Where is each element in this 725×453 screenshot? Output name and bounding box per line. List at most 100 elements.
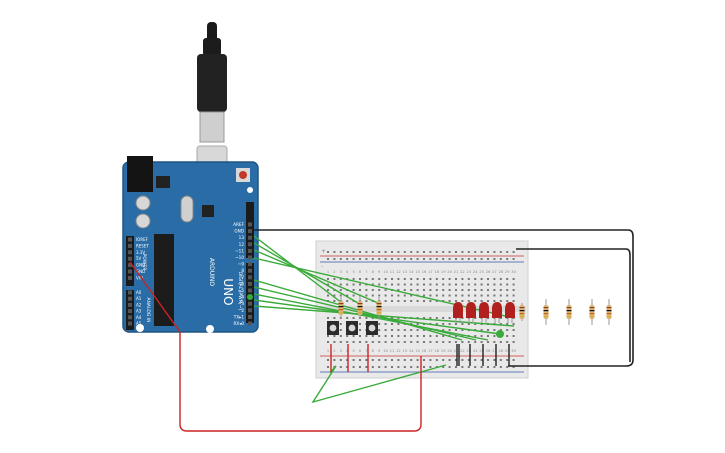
- wire-green-3[interactable]: [253, 249, 379, 304]
- header-pin[interactable]: [248, 308, 252, 313]
- wire-green-8[interactable]: [253, 305, 515, 327]
- power-pin-label: RESET: [136, 243, 149, 248]
- column-label: 24: [473, 349, 478, 353]
- header-pin[interactable]: [128, 290, 132, 295]
- analog-pin-label: A0: [136, 290, 142, 295]
- resistor[interactable]: [376, 297, 382, 319]
- board-brand: ARDUINO: [208, 258, 215, 287]
- header-pin[interactable]: [248, 281, 252, 286]
- pushbutton[interactable]: [366, 321, 378, 335]
- led[interactable]: [505, 302, 515, 323]
- column-label: 30: [511, 349, 516, 353]
- header-pin[interactable]: [128, 243, 132, 248]
- power-header: [126, 236, 134, 286]
- column-label: 27: [492, 349, 497, 353]
- resistor[interactable]: [566, 299, 572, 325]
- column-label: 19: [441, 270, 446, 274]
- header-pin[interactable]: [128, 269, 132, 274]
- header-pin[interactable]: [128, 296, 132, 301]
- header-pin[interactable]: [248, 242, 252, 247]
- column-label: 20: [447, 270, 452, 274]
- column-label: 15: [415, 270, 420, 274]
- resistor[interactable]: [338, 297, 344, 319]
- led[interactable]: [492, 302, 502, 323]
- column-label: 9: [378, 349, 381, 353]
- resistor[interactable]: [357, 297, 363, 319]
- digital-pin-label: ~10: [235, 255, 244, 260]
- loose-resistors: [543, 299, 612, 325]
- analog-pin-label: A1: [136, 296, 142, 301]
- wire-green-6[interactable]: [253, 293, 489, 341]
- column-label: 26: [486, 270, 491, 274]
- rail-minus-label: -: [321, 263, 323, 270]
- wire-red-5v[interactable]: [129, 261, 422, 432]
- wire-black-rail[interactable]: [516, 248, 631, 362]
- column-label: 3: [340, 270, 342, 274]
- arduino-board[interactable]: ARDUINO UNO DIGITAL (PWM ~) POWER ANALOG…: [122, 156, 259, 333]
- resistor[interactable]: [543, 299, 549, 325]
- column-label: 7: [365, 349, 367, 353]
- header-pin[interactable]: [128, 237, 132, 242]
- wire-green-loop[interactable]: [311, 364, 447, 404]
- header-pin[interactable]: [248, 248, 252, 253]
- header-pin[interactable]: [248, 268, 252, 273]
- header-pin[interactable]: [248, 275, 252, 280]
- header-pin[interactable]: [128, 315, 132, 320]
- column-label: 3: [340, 349, 342, 353]
- column-label: 12: [396, 270, 401, 274]
- digital-pin-label: ~6: [238, 281, 245, 286]
- column-label: 5: [352, 349, 354, 353]
- power-label: POWER: [141, 254, 147, 271]
- wire-black-gnd[interactable]: [254, 229, 634, 367]
- header-pin[interactable]: [128, 250, 132, 255]
- analog-pin-label: A3: [136, 309, 142, 314]
- wire-green-5[interactable]: [253, 286, 477, 341]
- power-pin-label: GND: [136, 269, 145, 274]
- column-label: 6: [359, 270, 362, 274]
- header-pin[interactable]: [248, 229, 252, 234]
- header-pin[interactable]: [248, 301, 252, 306]
- column-label: 26: [486, 349, 491, 353]
- header-pin[interactable]: [128, 263, 132, 268]
- header-pin[interactable]: [248, 262, 252, 267]
- column-label: 2: [333, 270, 335, 274]
- column-label: 16: [422, 349, 427, 353]
- led[interactable]: [479, 302, 489, 323]
- column-label: 20: [447, 349, 452, 353]
- header-pin[interactable]: [248, 288, 252, 293]
- column-label: 13: [403, 270, 408, 274]
- header-pin[interactable]: [128, 275, 132, 280]
- column-label: 30: [511, 270, 516, 274]
- resistor[interactable]: [519, 303, 525, 321]
- wire-green-7[interactable]: [253, 299, 501, 335]
- header-pin[interactable]: [128, 256, 132, 261]
- column-label: 21: [454, 349, 459, 353]
- atmega-chip: [154, 234, 174, 326]
- header-pin[interactable]: [128, 302, 132, 307]
- power-pin-label: IOREF: [136, 237, 149, 242]
- led[interactable]: [466, 302, 476, 323]
- led[interactable]: [453, 302, 463, 323]
- header-pin[interactable]: [128, 309, 132, 314]
- column-label: 7: [365, 270, 367, 274]
- header-pin[interactable]: [248, 255, 252, 260]
- header-pin[interactable]: [248, 314, 252, 319]
- header-pin[interactable]: [248, 235, 252, 240]
- column-label: 17: [428, 349, 433, 353]
- wire-green-2[interactable]: [253, 242, 359, 304]
- header-pin[interactable]: [128, 321, 132, 326]
- column-label: 13: [403, 349, 408, 353]
- resistor[interactable]: [606, 299, 612, 325]
- leds: [453, 302, 515, 323]
- header-pin[interactable]: [248, 321, 252, 326]
- header-pin[interactable]: [248, 222, 252, 227]
- column-label: 5: [352, 270, 354, 274]
- power-pin-label: 5V: [136, 256, 142, 261]
- resistor[interactable]: [589, 299, 595, 325]
- pushbutton[interactable]: [346, 321, 358, 335]
- pushbuttons: [327, 321, 378, 335]
- column-label: 29: [505, 270, 510, 274]
- column-label: 15: [415, 349, 420, 353]
- column-label: 24: [473, 270, 478, 274]
- pushbutton[interactable]: [327, 321, 339, 335]
